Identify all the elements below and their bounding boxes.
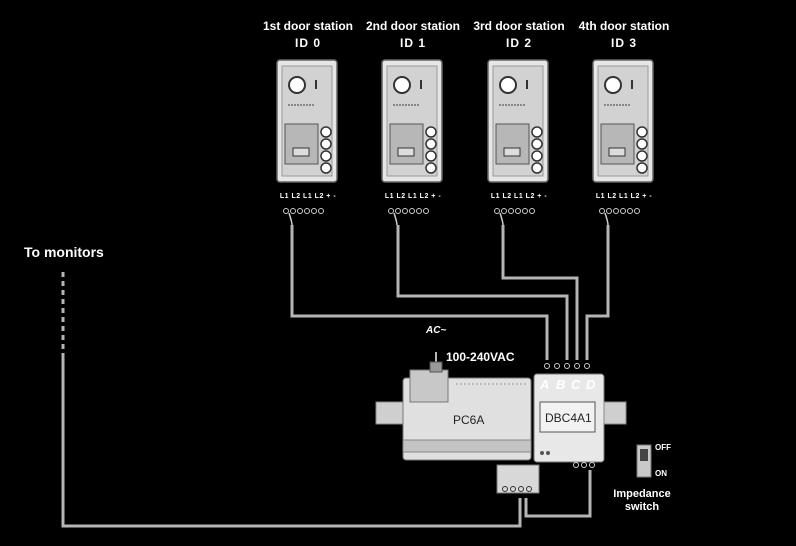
station-3-terminals: L1 L2 L1 L2 + - xyxy=(490,193,548,200)
call-button xyxy=(636,162,648,174)
wire-station-3 xyxy=(501,225,579,360)
pc6a-terminals xyxy=(502,486,532,492)
call-button xyxy=(636,138,648,150)
call-button xyxy=(636,150,648,162)
switch-off-label: OFF xyxy=(655,443,671,452)
call-button xyxy=(320,150,332,162)
station-3-title: 3rd door station xyxy=(473,19,565,33)
voltage-label: 100-240VAC xyxy=(446,350,515,364)
call-button xyxy=(531,126,543,138)
dbc4a1-bottom-terminals xyxy=(573,462,595,468)
wire-monitors xyxy=(61,355,522,528)
impedance-label-line1: Impedance xyxy=(613,488,671,500)
wire-station-4 xyxy=(585,225,610,360)
card-reader xyxy=(284,123,319,165)
station-4-terminals: L1 L2 L1 L2 + - xyxy=(595,193,653,200)
card-reader xyxy=(495,123,530,165)
dbc4a1-terminals xyxy=(544,363,590,369)
call-button xyxy=(531,162,543,174)
station-4-title: 4th door station xyxy=(578,19,670,33)
port-d-label: D xyxy=(586,377,596,392)
to-monitors-label: To monitors xyxy=(24,244,104,260)
port-b-label: B xyxy=(556,377,566,392)
wire-switch xyxy=(524,470,592,518)
wire-station-2 xyxy=(396,225,569,360)
pc6a-terminal xyxy=(502,486,508,492)
call-button xyxy=(320,126,332,138)
port-terminal xyxy=(564,363,570,369)
port-a-label: A xyxy=(540,377,550,392)
call-button xyxy=(425,138,437,150)
pc6a-terminal xyxy=(518,486,524,492)
bottom-terminal xyxy=(573,462,579,468)
call-button xyxy=(425,126,437,138)
pc6a-unit xyxy=(375,361,540,494)
call-button xyxy=(531,150,543,162)
port-terminal xyxy=(544,363,550,369)
camera-icon xyxy=(393,76,411,94)
call-button xyxy=(425,150,437,162)
pc6a-terminal xyxy=(510,486,516,492)
call-button xyxy=(425,162,437,174)
wire-station-1 xyxy=(290,225,549,360)
dbc4a1-label: DBC4A1 xyxy=(545,411,592,425)
call-button xyxy=(636,126,648,138)
station-1-terminals: L1 L2 L1 L2 + - xyxy=(279,193,337,200)
station-2-title: 2nd door station xyxy=(366,19,460,33)
bottom-terminal xyxy=(581,462,587,468)
station-2-id: ID 1 xyxy=(399,36,426,50)
station-1-id: ID 0 xyxy=(294,36,321,50)
pc6a-label: PC6A xyxy=(453,413,485,427)
station-4-id: ID 3 xyxy=(610,36,637,50)
door-station-3 xyxy=(487,59,549,226)
call-button xyxy=(320,138,332,150)
dbc4a1-unit xyxy=(533,373,627,463)
port-terminal xyxy=(574,363,580,369)
card-reader xyxy=(600,123,635,165)
ac-label: AC~ xyxy=(426,325,447,336)
camera-icon xyxy=(499,76,517,94)
station-3-id: ID 2 xyxy=(505,36,532,50)
door-station-2 xyxy=(381,59,443,226)
port-c-label: C xyxy=(571,377,581,392)
card-reader xyxy=(389,123,424,165)
call-button xyxy=(320,162,332,174)
port-terminal xyxy=(554,363,560,369)
camera-icon xyxy=(288,76,306,94)
pc6a-terminal xyxy=(526,486,532,492)
call-button xyxy=(531,138,543,150)
port-terminal xyxy=(584,363,590,369)
switch-on-label: ON xyxy=(655,469,667,478)
bottom-terminal xyxy=(589,462,595,468)
station-1-title: 1st door station xyxy=(262,19,353,33)
wires xyxy=(61,225,610,528)
door-station-1 xyxy=(276,59,338,226)
station-2-terminals: L1 L2 L1 L2 + - xyxy=(384,193,442,200)
impedance-label-line2: switch xyxy=(624,501,660,513)
door-station-4 xyxy=(592,59,654,226)
camera-icon xyxy=(604,76,622,94)
impedance-switch xyxy=(636,444,652,478)
